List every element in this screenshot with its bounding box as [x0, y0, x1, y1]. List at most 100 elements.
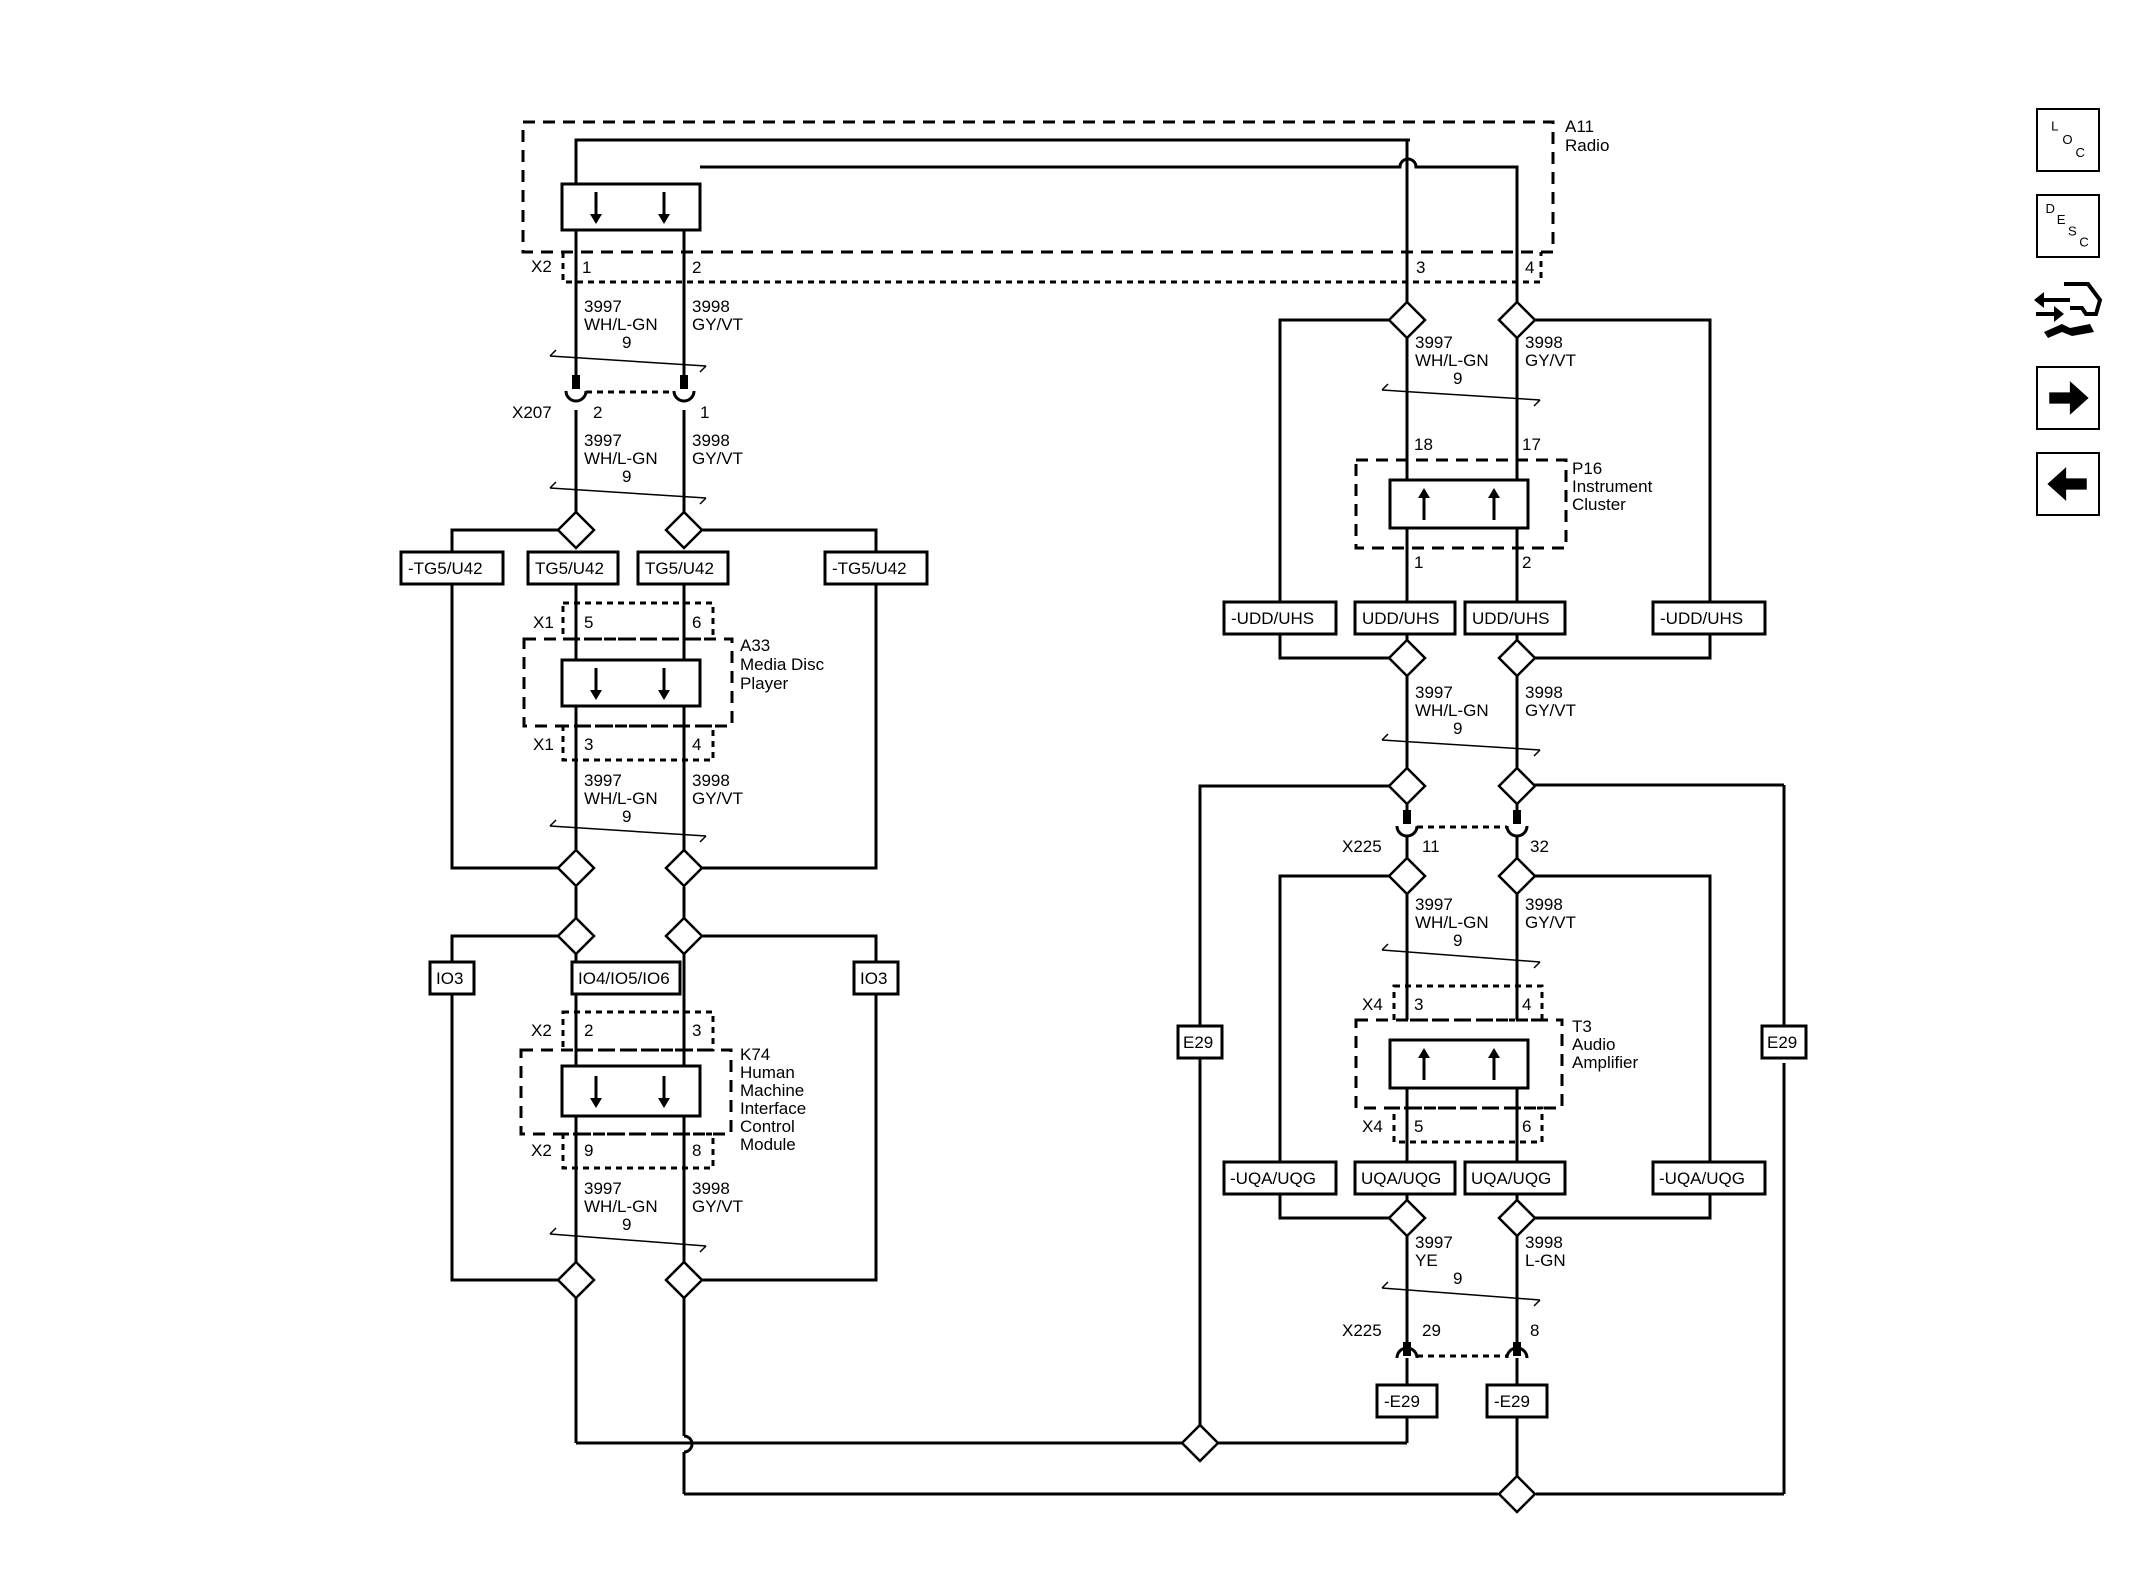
desc-button[interactable]: D E S C: [2036, 194, 2100, 258]
a11-name: Radio: [1565, 136, 1609, 155]
right-splice-top: [1278, 300, 1712, 602]
option-io3-left: IO3: [436, 969, 463, 988]
p16-name-1: Instrument: [1572, 477, 1653, 496]
x207-pin-b: 1: [700, 403, 709, 422]
x207-connector: X207 2 1: [512, 375, 709, 422]
wire-circuit-b: 3998: [692, 431, 730, 450]
wire-label-group: 3997 WH/L-GN 9 3998 GY/VT: [1381, 333, 1576, 407]
k74-name-5: Module: [740, 1135, 796, 1154]
a11-pin-2: 2: [692, 258, 701, 277]
wire-color-b: GY/VT: [1525, 701, 1576, 720]
option-udd-neg-right: -UDD/UHS: [1660, 609, 1743, 628]
wire-label-group: 3997 WH/L-GN 9 3998 GY/VT: [549, 771, 743, 843]
radio-internal-wiring: [574, 138, 1519, 320]
k74-pin-9: 9: [584, 1141, 593, 1160]
a33-name-1: Media Disc: [740, 655, 825, 674]
loc-letter-c: C: [2076, 145, 2085, 160]
wire-twist: 9: [1453, 1269, 1462, 1288]
desc-letter-d: D: [2046, 201, 2055, 216]
wire-color-a: WH/L-GN: [1415, 701, 1489, 720]
k74-pin-2: 2: [584, 1021, 593, 1040]
wire-circuit-b: 3998: [692, 771, 730, 790]
x225-top-label: X225: [1342, 837, 1382, 856]
wire-color-b: GY/VT: [692, 789, 743, 808]
a33-pin-5: 5: [584, 613, 593, 632]
t3-pin-6: 6: [1522, 1117, 1531, 1136]
wire-circuit-a: 3997: [1415, 683, 1453, 702]
k74-conn-top: X2: [531, 1021, 552, 1040]
option-uqa-neg-left: -UQA/UQG: [1230, 1169, 1316, 1188]
loc-letter-o: O: [2062, 132, 2072, 147]
k74-name-3: Interface: [740, 1099, 806, 1118]
a33-pin-6: 6: [692, 613, 701, 632]
option-udd-right: UDD/UHS: [1472, 609, 1549, 628]
left-wire-b: [682, 230, 1786, 1496]
a33-id: A33: [740, 636, 770, 655]
wire-color-a: WH/L-GN: [584, 449, 658, 468]
p16-id: P16: [1572, 459, 1602, 478]
arrow-left-icon[interactable]: [2036, 452, 2100, 516]
a33-conn-top: X1: [533, 613, 554, 632]
wrench-connector-icon[interactable]: [2030, 274, 2106, 342]
wire-label-group: 3997 WH/L-GN 9 3998 GY/VT: [549, 431, 743, 505]
option-tg5-neg-left: -TG5/U42: [408, 559, 483, 578]
wire-twist: 9: [622, 1215, 631, 1234]
p16-pin-1: 1: [1414, 553, 1423, 572]
wire-circuit-a: 3997: [1415, 333, 1453, 352]
option-e29-right: E29: [1767, 1033, 1797, 1052]
arrow-right-icon[interactable]: [2036, 366, 2100, 430]
wire-circuit-b: 3998: [692, 1179, 730, 1198]
k74-id: K74: [740, 1045, 770, 1064]
loc-letter-l: L: [2051, 119, 2058, 134]
a33-pin-3: 3: [584, 735, 593, 754]
k74-conn-bottom: X2: [531, 1141, 552, 1160]
p16-name-2: Cluster: [1572, 495, 1626, 514]
option-udd: -UDD/UHS UDD/UHS UDD/UHS -UDD/UHS: [1222, 600, 1767, 768]
wire-color-a: WH/L-GN: [584, 1197, 658, 1216]
wire-twist: 9: [622, 807, 631, 826]
wire-color-b: GY/VT: [692, 315, 743, 334]
a11-pin-3: 3: [1416, 258, 1425, 277]
a11-pin-1: 1: [582, 258, 591, 277]
t3-id: T3: [1572, 1017, 1592, 1036]
splice-points: [1198, 766, 1537, 1026]
wire-twist: 9: [622, 333, 631, 352]
a11-connector: X2: [531, 257, 552, 276]
wire-twist: 9: [1453, 719, 1462, 738]
wire-color-b: GY/VT: [692, 1197, 743, 1216]
x225-top-connector: X225 11 32: [1342, 810, 1549, 858]
splice-points: [1278, 856, 1712, 1162]
wire-circuit-a: 3997: [584, 771, 622, 790]
t3-conn-top: X4: [1362, 995, 1383, 1014]
k74-pin-3: 3: [692, 1021, 701, 1040]
option-io: IO3 IO4/IO5/IO6 IO3: [428, 960, 900, 1282]
a33-name-2: Player: [740, 674, 789, 693]
wire-twist: 9: [1453, 931, 1462, 950]
splice-points: [450, 510, 878, 552]
t3-name-1: Audio: [1572, 1035, 1615, 1054]
t3-audio-amplifier: X4 3 4 X4 5 6 T3 Audio Amplifier: [1354, 984, 1638, 1162]
option-io3-right: IO3: [860, 969, 887, 988]
a11-id: A11: [1565, 117, 1594, 136]
wire-color-b: GY/VT: [1525, 913, 1576, 932]
a33-conn-bottom: X1: [533, 735, 554, 754]
wire-label-group: 3997 WH/L-GN 9 3998 GY/VT: [1381, 683, 1576, 757]
option-tg5-left: TG5/U42: [535, 559, 604, 578]
p16-instrument-cluster: 18 17 1 2 P16 Instrument Cluster: [1354, 435, 1653, 602]
option-e29: E29 E29: [1176, 1024, 1808, 1463]
option-tg5-right: TG5/U42: [645, 559, 714, 578]
option-udd-left: UDD/UHS: [1362, 609, 1439, 628]
wire-circuit-a: 3997: [584, 431, 622, 450]
wire-color-a: WH/L-GN: [1415, 913, 1489, 932]
wire-label-group: 3997 YE 9 3998 L-GN: [1381, 1233, 1566, 1307]
wire-twist: 9: [622, 467, 631, 486]
a11-radio: A11 Radio X2 1 2 3 4: [521, 117, 1609, 284]
wire-color-b: GY/VT: [692, 449, 743, 468]
desc-letter-c: C: [2079, 235, 2088, 250]
wire-color-b: GY/VT: [1525, 351, 1576, 370]
loc-button[interactable]: L O C: [2036, 108, 2100, 172]
x207-label: X207: [512, 403, 552, 422]
t3-conn-bottom: X4: [1362, 1117, 1383, 1136]
left-wire-a: [574, 230, 1409, 1445]
x207-pin-a: 2: [593, 403, 602, 422]
